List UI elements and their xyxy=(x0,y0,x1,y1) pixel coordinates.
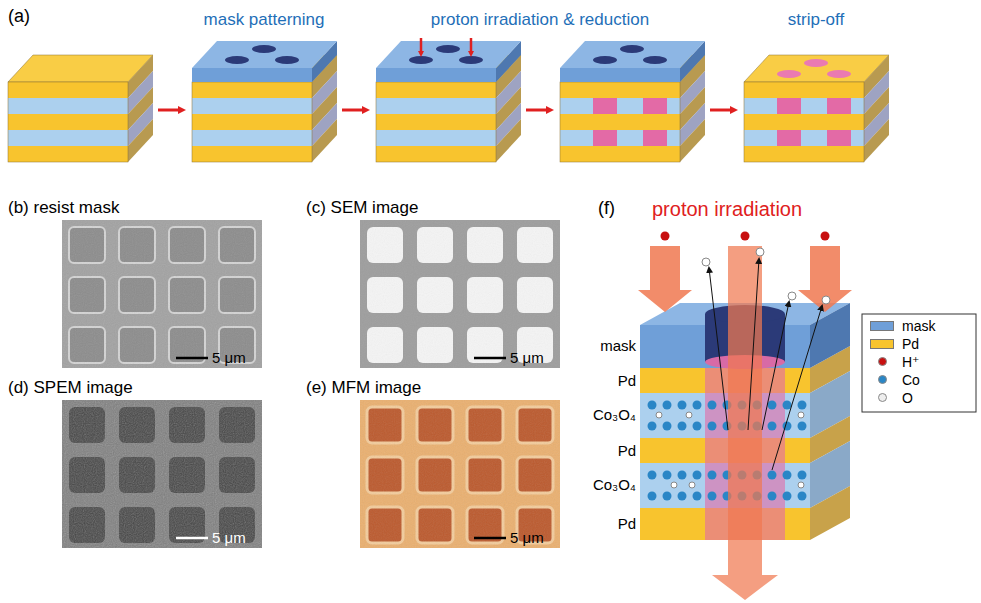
image-panel: (b) resist mask 5 μm xyxy=(6,196,262,368)
beam-label: proton irradiation xyxy=(652,198,802,221)
layer-label: Pd xyxy=(618,372,636,389)
scale-bar-label: 5 μm xyxy=(212,529,246,546)
panel-heading: (e) MFM image xyxy=(306,378,421,398)
panel-heading: (d) SPEM image xyxy=(8,378,133,398)
legend-swatch xyxy=(878,375,887,384)
legend-text: H⁺ xyxy=(902,354,920,370)
layer-label: Pd xyxy=(618,515,636,532)
layer-label: Co₃O₄ xyxy=(593,476,636,493)
panel-heading: (b) resist mask xyxy=(8,198,119,218)
layer-label: Pd xyxy=(618,442,636,459)
legend-text: mask xyxy=(902,318,935,334)
image-panel: (c) SEM image 5 μm xyxy=(304,196,560,368)
layer-label: Co₃O₄ xyxy=(593,406,636,423)
scale-bar-label: 5 μm xyxy=(510,529,544,546)
legend-text: O xyxy=(902,390,913,406)
legend-swatch xyxy=(870,339,894,349)
step-label: proton irradiation & reduction xyxy=(431,10,649,30)
legend-swatch xyxy=(878,393,887,402)
micrograph-images xyxy=(62,220,560,548)
legend-text: Pd xyxy=(902,336,919,352)
legend-swatch xyxy=(870,321,894,331)
legend-swatch xyxy=(878,357,887,366)
scale-bar-label: 5 μm xyxy=(510,349,544,366)
step-label: strip-off xyxy=(788,10,844,30)
image-panel: (e) MFM image 5 μm xyxy=(304,376,560,548)
legend-text: Co xyxy=(902,372,920,388)
irradiation-schematic xyxy=(638,232,976,601)
process-blocks xyxy=(8,38,889,162)
scale-bar-label: 5 μm xyxy=(212,349,246,366)
panel-heading: (c) SEM image xyxy=(306,198,418,218)
step-label: mask patterning xyxy=(204,10,325,30)
panel-letter: (f) xyxy=(598,198,615,219)
image-panel: (d) SPEM image 5 μm xyxy=(6,376,262,548)
layer-label: mask xyxy=(600,337,636,354)
panel-letter: (a) xyxy=(8,6,30,27)
